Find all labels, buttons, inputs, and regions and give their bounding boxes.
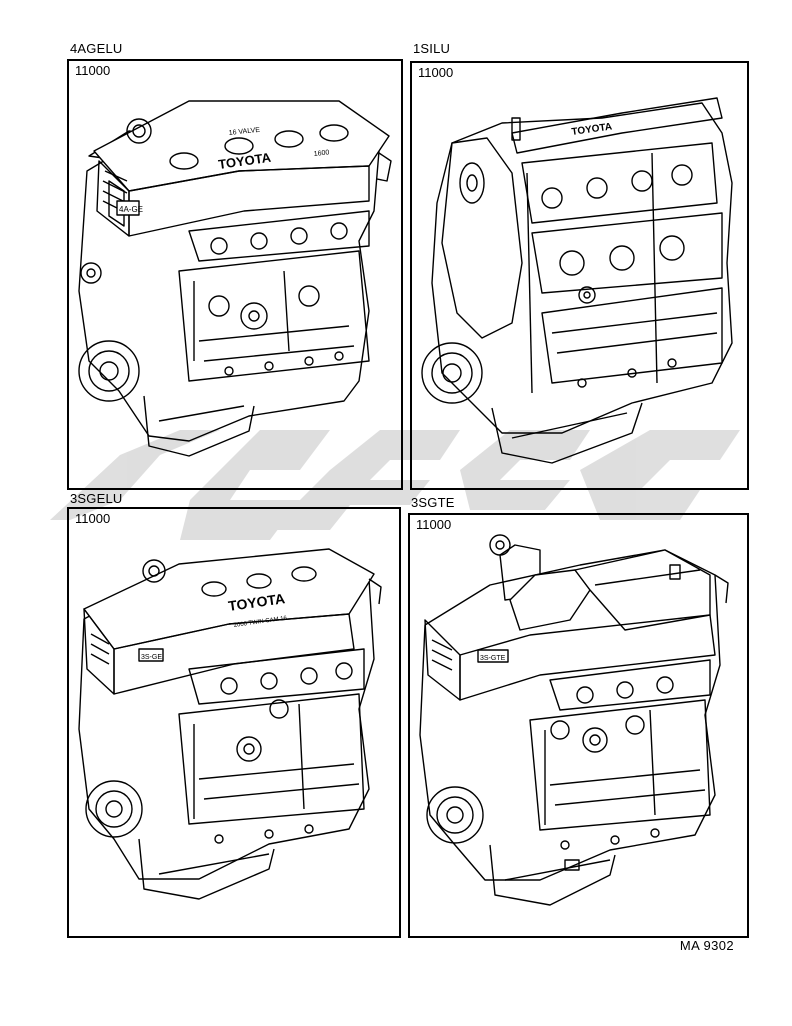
model-label-3sgelu: 3SGELU xyxy=(70,491,123,506)
figure-code: MA 9302 xyxy=(679,938,734,953)
part-number: 11000 xyxy=(418,65,454,80)
engine-diagram-4agelu: 4A-GE TOYOTA 16 VALVE 1600 xyxy=(78,100,392,457)
engine-diagram-3sgte: 3S-GTE xyxy=(419,534,729,906)
engine-diagram-1silu: TOYOTA xyxy=(421,97,733,464)
valve-cover-mark: 16 VALVE xyxy=(228,127,260,137)
engine-panel-3sgelu: 11000 3S-GE TOYOTA 2000 TWIN CAM 16 xyxy=(67,507,401,938)
valve-cover-mark: 1600 xyxy=(313,149,329,158)
model-label-3sgte: 3SGTE xyxy=(411,495,455,510)
engine-panel-1silu: 11000 TOYOTA xyxy=(410,61,749,490)
engine-badge: 3S-GTE xyxy=(480,655,506,662)
engine-panel-3sgte: 11000 3S-GTE xyxy=(408,513,749,938)
engine-panel-4agelu: 11000 4A-GE TOYOTA 16 VALVE 1600 xyxy=(67,59,403,490)
engine-badge: 4A-GE xyxy=(119,205,143,214)
model-label-1silu: 1SILU xyxy=(413,41,451,56)
model-label-4agelu: 4AGELU xyxy=(70,41,123,56)
engine-diagram-3sgelu: 3S-GE TOYOTA 2000 TWIN CAM 16 xyxy=(78,548,382,900)
part-number: 11000 xyxy=(75,63,111,78)
valve-cover-brand: TOYOTA xyxy=(227,590,286,614)
engine-badge: 3S-GE xyxy=(141,654,162,661)
valve-cover-brand: TOYOTA xyxy=(217,150,272,172)
